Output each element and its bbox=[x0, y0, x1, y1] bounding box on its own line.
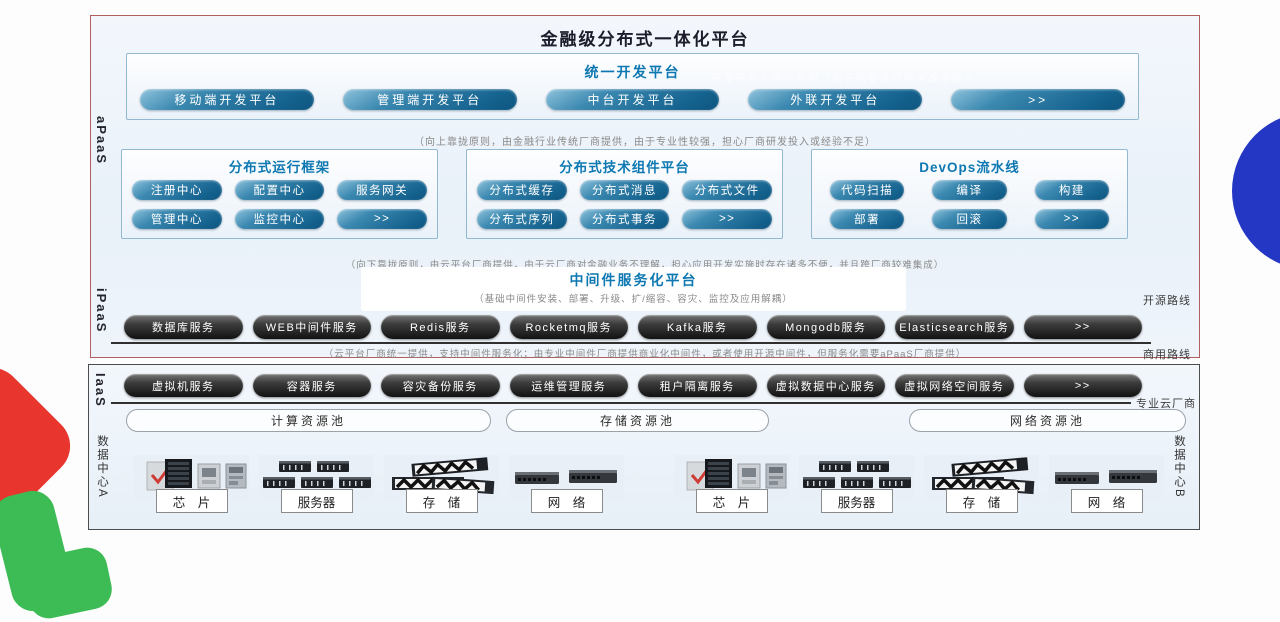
unified-dev-faint-note: 开发平台＋核心应用（由于需要进行相关改造投入） bbox=[712, 74, 988, 85]
button-config-center[interactable]: 配置中心 bbox=[234, 180, 325, 200]
button-code-scan[interactable]: 代码扫描 bbox=[830, 180, 905, 200]
button-mongodb-service[interactable]: Mongodb服务 bbox=[766, 315, 885, 339]
chip-image bbox=[674, 455, 789, 499]
iaas-divider bbox=[111, 402, 1131, 404]
distributed-runtime-buttons: 注册中心 配置中心 服务网关 管理中心 监控中心 >> bbox=[122, 180, 437, 229]
layer-label-ipaas: iPaaS bbox=[94, 288, 109, 334]
layer-label-iaas: IaaS bbox=[93, 373, 108, 408]
distributed-components-box: 分布式技术组件平台 分布式缓存 分布式消息 分布式文件 分布式序列 分布式事务 … bbox=[466, 149, 783, 239]
button-container-service[interactable]: 容器服务 bbox=[252, 374, 371, 397]
middleware-title: 中间件服务化平台 bbox=[569, 272, 698, 288]
devops-pipeline-title: DevOps流水线 bbox=[919, 160, 1020, 175]
network-label: 网 络 bbox=[1070, 489, 1143, 513]
distributed-components-title: 分布式技术组件平台 bbox=[559, 160, 690, 175]
network-label: 网 络 bbox=[530, 489, 603, 513]
button-more-devops[interactable]: >> bbox=[1034, 209, 1109, 229]
hardware-server-a: 服务器 bbox=[259, 451, 374, 515]
middleware-platform-box: 中间件服务化平台 （基础中间件安装、部署、升级、扩/缩容、容灾、监控及应用解耦） bbox=[361, 267, 906, 311]
button-kafka-service[interactable]: Kafka服务 bbox=[638, 315, 757, 339]
chip-label: 芯 片 bbox=[155, 489, 228, 513]
devops-pipeline-buttons: 代码扫描 编译 构建 部署 回滚 >> bbox=[812, 180, 1127, 229]
button-distributed-cache[interactable]: 分布式缓存 bbox=[477, 180, 567, 200]
devops-pipeline-box: DevOps流水线 代码扫描 编译 构建 部署 回滚 >> bbox=[811, 149, 1128, 239]
storage-resource-pool: 存储资源池 bbox=[506, 409, 769, 432]
note-apaas: （向上靠拢原则，由金融行业传统厂商提供，由于专业性较强，担心厂商研发投入或经验不… bbox=[414, 137, 876, 148]
button-admin-dev-platform[interactable]: 管理端开发平台 bbox=[342, 89, 517, 110]
button-rollback[interactable]: 回滚 bbox=[932, 209, 1007, 229]
storage-label: 存 储 bbox=[405, 489, 478, 513]
hardware-network-b: 网 络 bbox=[1049, 451, 1164, 515]
iaas-services-row: 虚拟机服务 容器服务 容灾备份服务 运维管理服务 租户隔离服务 虚拟数据中心服务… bbox=[124, 374, 1142, 397]
middleware-subtitle: （基础中间件安装、部署、升级、扩/缩容、容灾、监控及应用解耦） bbox=[474, 294, 793, 305]
button-admin-center[interactable]: 管理中心 bbox=[132, 209, 222, 229]
button-distributed-file[interactable]: 分布式文件 bbox=[682, 180, 772, 200]
button-disaster-backup-service[interactable]: 容灾备份服务 bbox=[381, 374, 500, 397]
button-distributed-message[interactable]: 分布式消息 bbox=[579, 180, 670, 200]
server-image bbox=[259, 455, 374, 499]
button-more-middleware[interactable]: >> bbox=[1023, 315, 1142, 339]
button-distributed-transaction[interactable]: 分布式事务 bbox=[579, 209, 670, 229]
distributed-components-buttons: 分布式缓存 分布式消息 分布式文件 分布式序列 分布式事务 >> bbox=[467, 180, 782, 229]
button-mobile-dev-platform[interactable]: 移动端开发平台 bbox=[140, 89, 314, 110]
note-services: （云平台厂商统一提供，支持中间件服务化；由专业中间件厂商提供商业化中间件，或者使… bbox=[323, 349, 967, 360]
button-virtual-datacenter-service[interactable]: 虚拟数据中心服务 bbox=[766, 374, 885, 397]
button-deploy[interactable]: 部署 bbox=[830, 209, 905, 229]
chip-label: 芯 片 bbox=[695, 489, 768, 513]
layer-label-apaas: aPaaS bbox=[94, 116, 109, 166]
hardware-storage-b: 存 储 bbox=[924, 451, 1039, 515]
hardware-chip-a: 芯 片 bbox=[134, 451, 249, 515]
route-label-commercial: 商用路线 bbox=[1143, 349, 1191, 361]
ipaas-divider bbox=[111, 342, 1151, 344]
label-cloud-vendor: 专业云厂商 bbox=[1136, 398, 1196, 410]
page-title: 金融级分布式一体化平台 bbox=[540, 30, 750, 49]
label-datacenter-b: 数据中心B bbox=[1173, 435, 1185, 499]
button-database-service[interactable]: 数据库服务 bbox=[124, 315, 243, 339]
button-ops-management-service[interactable]: 运维管理服务 bbox=[509, 374, 628, 397]
route-label-open-source: 开源路线 bbox=[1143, 295, 1191, 307]
button-tenant-isolation-service[interactable]: 租户隔离服务 bbox=[638, 374, 757, 397]
button-build[interactable]: 构建 bbox=[1034, 180, 1109, 200]
button-middle-dev-platform[interactable]: 中台开发平台 bbox=[545, 89, 720, 110]
server-image bbox=[799, 455, 914, 499]
button-redis-service[interactable]: Redis服务 bbox=[381, 315, 500, 339]
button-external-dev-platform[interactable]: 外联开发平台 bbox=[748, 89, 923, 110]
storage-label: 存 储 bbox=[945, 489, 1018, 513]
button-service-gateway[interactable]: 服务网关 bbox=[337, 180, 427, 200]
button-elasticsearch-service[interactable]: Elasticsearch服务 bbox=[895, 315, 1014, 339]
hardware-chip-b: 芯 片 bbox=[674, 451, 789, 515]
button-registry-center[interactable]: 注册中心 bbox=[132, 180, 222, 200]
button-monitor-center[interactable]: 监控中心 bbox=[234, 209, 325, 229]
note-ipaas: （向下靠拢原则，由云平台厂商提供，由于云厂商对金融业务不理解，担心应用开发实施时… bbox=[345, 260, 945, 271]
label-datacenter-a: 数据中心A bbox=[96, 435, 108, 499]
button-distributed-sequence[interactable]: 分布式序列 bbox=[477, 209, 567, 229]
button-more-components[interactable]: >> bbox=[682, 209, 772, 229]
compute-resource-pool: 计算资源池 bbox=[126, 409, 491, 432]
unified-dev-platform-box: 统一开发平台 开发平台＋核心应用（由于需要进行相关改造投入） 移动端开发平台 管… bbox=[126, 53, 1139, 120]
iaas-frame: IaaS 数据中心A 数据中心B 虚拟机服务 容器服务 容灾备份服务 运维管理服… bbox=[88, 364, 1200, 530]
network-resource-pool: 网络资源池 bbox=[909, 409, 1186, 432]
hardware-storage-a: 存 储 bbox=[384, 451, 499, 515]
button-rocketmq-service[interactable]: Rocketmq服务 bbox=[509, 315, 628, 339]
button-more-dev-platforms[interactable]: >> bbox=[951, 89, 1125, 110]
button-compile[interactable]: 编译 bbox=[932, 180, 1007, 200]
button-virtual-network-service[interactable]: 虚拟网络空间服务 bbox=[895, 374, 1014, 397]
server-label: 服务器 bbox=[820, 489, 893, 513]
hardware-network-a: 网 络 bbox=[509, 451, 624, 515]
hardware-server-b: 服务器 bbox=[799, 451, 914, 515]
distributed-runtime-box: 分布式运行框架 注册中心 配置中心 服务网关 管理中心 监控中心 >> bbox=[121, 149, 438, 239]
server-label: 服务器 bbox=[280, 489, 353, 513]
decorative-blue-circle bbox=[1232, 112, 1280, 270]
paas-frame: 金融级分布式一体化平台 aPaaS iPaaS 统一开发平台 开发平台＋核心应用… bbox=[90, 15, 1200, 361]
middleware-services-row: 数据库服务 WEB中间件服务 Redis服务 Rocketmq服务 Kafka服… bbox=[124, 315, 1142, 339]
distributed-runtime-title: 分布式运行框架 bbox=[228, 160, 331, 175]
button-more-runtime[interactable]: >> bbox=[337, 209, 427, 229]
button-more-iaas[interactable]: >> bbox=[1023, 374, 1142, 397]
unified-dev-title: 统一开发平台 bbox=[584, 64, 681, 80]
unified-dev-buttons: 移动端开发平台 管理端开发平台 中台开发平台 外联开发平台 >> bbox=[140, 89, 1125, 110]
button-web-middleware-service[interactable]: WEB中间件服务 bbox=[252, 315, 371, 339]
button-vm-service[interactable]: 虚拟机服务 bbox=[124, 374, 243, 397]
